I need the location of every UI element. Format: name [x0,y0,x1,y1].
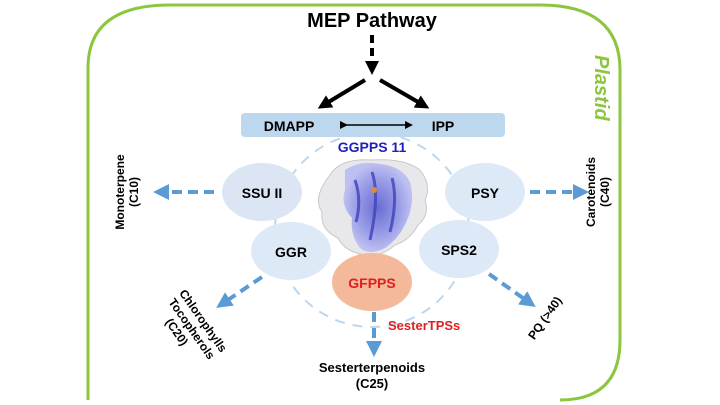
ssu-label: SSU II [242,185,282,201]
gfpps-ellipse [332,253,412,311]
monoterpene-product: Monoterpene (C10) [113,154,141,230]
ggr-ellipse [251,222,331,280]
carotenoids-product: Carotenoids (C40) [584,157,612,227]
monoterpene-carbon: (C10) [127,177,141,207]
sestertps-label: SesterTPSs [388,318,460,333]
pq-product: PQ (>40) [525,294,565,342]
monoterpene-name: Monoterpene [113,154,127,230]
ipp-label: IPP [432,118,455,134]
chlorophylls-product: Chlorophylls Tocopherols (C20) [162,287,230,362]
ssu-ellipse [222,163,302,221]
sps-label: SPS2 [441,242,477,258]
sps-ellipse [419,220,499,278]
carotenoids-name: Carotenoids [584,157,598,227]
sesterterpenoids-name: Sesterterpenoids [319,360,425,375]
plastid-membrane [86,3,622,402]
carotenoids-carbon: (C40) [598,177,612,207]
arrow-sps-to-pq [487,272,536,308]
central-enzyme-label: GGPPS 11 [338,139,407,155]
plastid-label: Plastid [590,55,612,121]
arrow-to-dmapp [317,78,367,109]
arrow-ggr-to-chlorophylls [216,275,264,308]
diagram-title: MEP Pathway [307,10,438,32]
arrow-to-ipp [378,78,430,109]
dmapp-label: DMAPP [264,118,315,134]
ggpps-protein-structure [317,159,429,256]
psy-ellipse [445,163,525,221]
pq-name: PQ (>40) [525,294,565,342]
ggr-label: GGR [275,244,307,260]
sesterterpenoids-carbon: (C25) [356,376,389,391]
gfpps-label: GFPPS [348,275,395,291]
psy-label: PSY [471,185,500,201]
